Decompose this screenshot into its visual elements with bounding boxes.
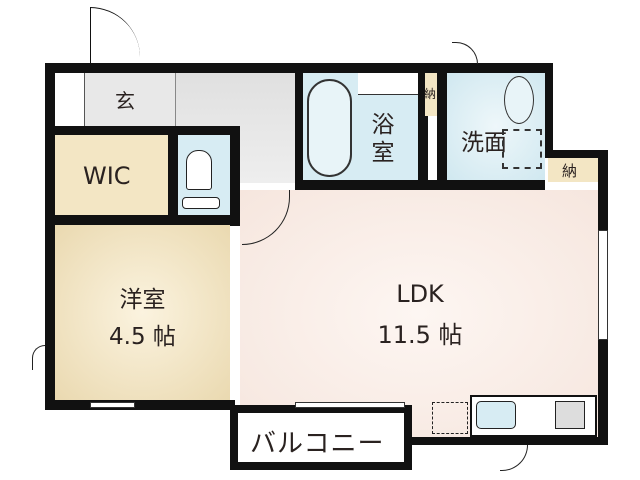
ldk-window[interactable] <box>598 230 608 340</box>
western-window[interactable] <box>90 402 135 408</box>
washroom: 洗面 <box>437 73 545 180</box>
ldk-name: LDK <box>396 280 444 308</box>
wall <box>295 180 545 190</box>
wash-door[interactable] <box>452 42 478 64</box>
side-door[interactable] <box>32 345 45 370</box>
entrance-area: 玄 <box>55 73 175 126</box>
ldk-door[interactable] <box>242 190 290 245</box>
bathroom: 浴室 <box>303 73 418 183</box>
bath-label: 浴室 <box>371 112 395 166</box>
storage-1-label: 納 <box>424 87 437 101</box>
wic-label: WIC <box>83 162 131 190</box>
wall <box>45 126 240 135</box>
outer-wall <box>545 150 608 158</box>
storage-2: 納 <box>548 158 598 182</box>
outer-wall <box>410 437 608 445</box>
western-room-name: 洋室 <box>119 287 166 313</box>
wall <box>168 135 178 225</box>
washbasin-icon <box>504 76 534 124</box>
wall <box>45 215 240 225</box>
balcony-window[interactable] <box>295 402 405 408</box>
outer-wall <box>45 400 235 410</box>
entrance-door[interactable] <box>90 7 140 65</box>
fridge-space <box>432 402 468 434</box>
western-room-size: 4.5 帖 <box>109 324 176 350</box>
storage-1: 納 <box>424 73 437 116</box>
washing-machine-space <box>502 129 542 169</box>
western-room: 洋室 4.5 帖 <box>55 225 230 400</box>
bathtub-icon <box>307 79 352 177</box>
wall <box>295 73 303 190</box>
ldk: LDK 11.5 帖 <box>240 190 598 437</box>
toilet-room <box>178 135 230 215</box>
storage-2-label: 納 <box>562 162 578 180</box>
outer-wall <box>545 63 553 158</box>
balcony: バルコニー <box>230 405 412 470</box>
entrance-label: 玄 <box>115 89 135 113</box>
toilet-icon <box>186 150 212 190</box>
balcony-label: バルコニー <box>250 429 385 459</box>
wall <box>230 126 240 226</box>
kitchen-sink-icon <box>476 401 516 429</box>
washroom-label: 洗面 <box>461 130 507 156</box>
kitchen-door[interactable] <box>500 445 528 471</box>
kitchen-counter <box>470 395 597 437</box>
wall <box>418 73 428 190</box>
outer-wall <box>45 63 55 410</box>
outer-wall <box>45 63 553 73</box>
stove-icon <box>555 401 585 429</box>
ldk-size: 11.5 帖 <box>377 321 463 349</box>
sink-icon <box>182 197 220 209</box>
wic: WIC <box>55 135 168 215</box>
